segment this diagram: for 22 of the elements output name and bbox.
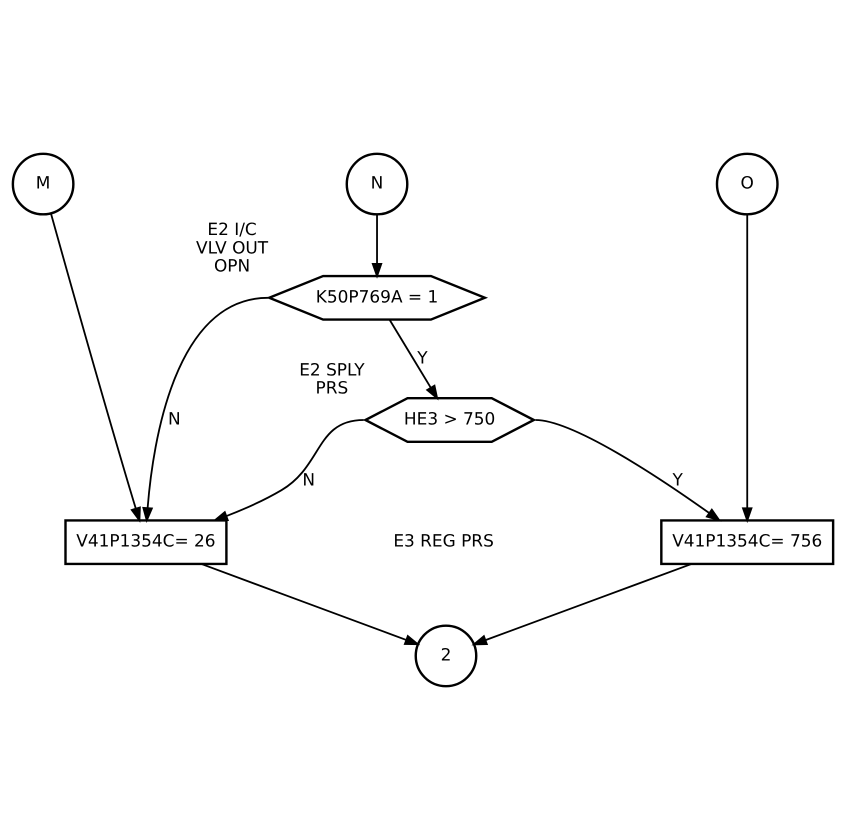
arrow bbox=[388, 318, 439, 400]
node-box: V41P1354C= 26 bbox=[64, 518, 228, 565]
node-label: E2 I/C VLV OUT OPN bbox=[196, 218, 268, 275]
node-circle: 2 bbox=[414, 624, 478, 687]
arrow bbox=[142, 296, 268, 522]
arrow bbox=[471, 562, 692, 645]
edge-label: N bbox=[168, 408, 181, 428]
node-circle: N bbox=[346, 152, 408, 216]
arrow bbox=[201, 562, 420, 645]
node-circle: M bbox=[12, 152, 75, 216]
arrow bbox=[50, 212, 141, 522]
label: E3 REG PRS bbox=[393, 530, 494, 550]
arrow bbox=[212, 418, 364, 521]
node-circle: O bbox=[716, 152, 779, 216]
edge-label: N bbox=[302, 469, 316, 490]
edge-label: Y bbox=[417, 346, 428, 367]
edge-label: Y bbox=[672, 469, 683, 490]
node-label: E2 SPLY PRS bbox=[299, 358, 365, 398]
node-box: V41P1354C= 756 bbox=[660, 518, 834, 565]
arrow bbox=[742, 214, 753, 523]
arrow bbox=[372, 214, 383, 278]
arrow bbox=[535, 418, 722, 522]
